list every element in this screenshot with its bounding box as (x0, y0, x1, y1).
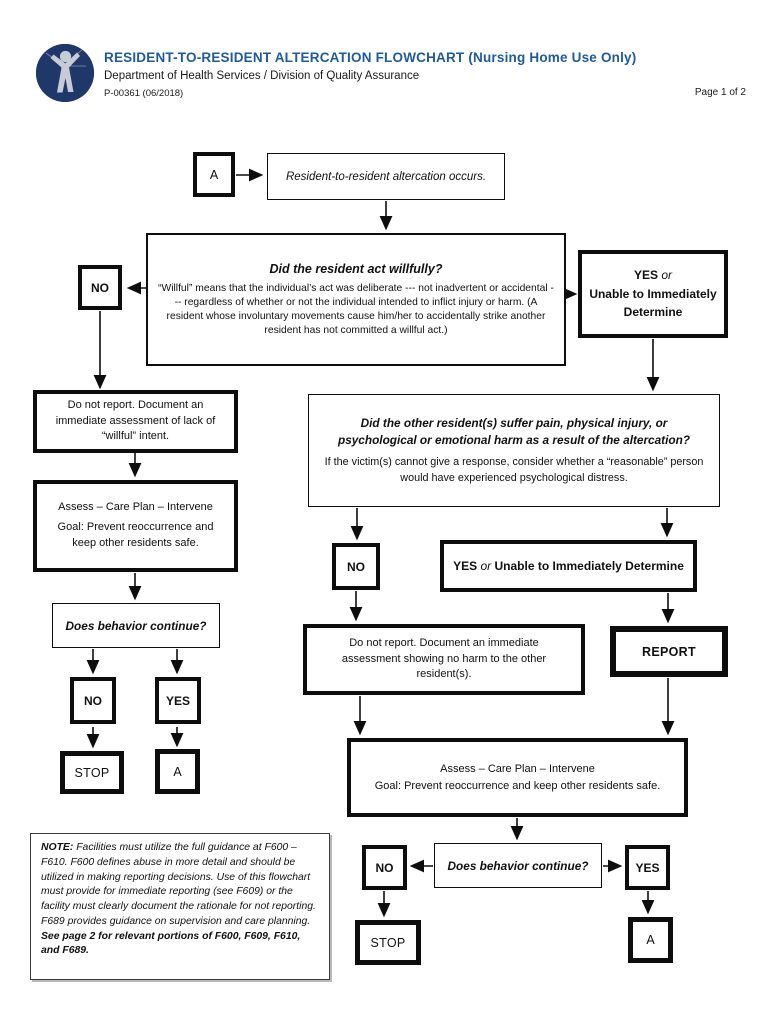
note-label: NOTE: (41, 842, 74, 853)
stop-right-label: STOP (370, 935, 406, 950)
yes-box-2: YES (155, 677, 201, 724)
yes-or-line: YES or (634, 266, 672, 285)
assess-left-box: Assess – Care Plan – Intervene Goal: Pre… (33, 480, 238, 572)
willful-question-title: Did the resident act willfully? (269, 261, 443, 276)
yes-label-1: YES (633, 268, 658, 283)
report-box: REPORT (610, 626, 728, 677)
yes-unable-line: YES or Unable to Immediately Determine (453, 559, 684, 573)
stop-left-box: STOP (60, 751, 124, 794)
no-box-2: NO (70, 677, 116, 724)
no-label-1: NO (91, 280, 109, 295)
stop-right-box: STOP (355, 920, 421, 965)
no-label-2: NO (84, 693, 102, 708)
document-number: P-00361 (06/2018) (104, 88, 184, 99)
assess-left-line1: Assess – Care Plan – Intervene (58, 501, 213, 514)
or-label-1: or (658, 268, 673, 283)
department-subtitle: Department of Health Services / Division… (104, 70, 420, 82)
assess-right-line2: Goal: Prevent reoccurrence and keep othe… (374, 779, 661, 792)
unable-line-1: Unable to Immediately (589, 286, 717, 301)
no-label-4: NO (375, 860, 394, 875)
behavior-continue-left-text: Does behavior continue? (65, 618, 207, 633)
do-not-report-left-box: Do not report. Document an immediate ass… (33, 390, 238, 453)
dhs-logo-icon (36, 44, 94, 102)
start-box: Resident-to-resident altercation occurs. (267, 153, 505, 200)
no-box-1: NO (78, 265, 122, 310)
willful-question-body: “Willful” means that the individual’s ac… (158, 282, 554, 336)
behavior-continue-right-text: Does behavior continue? (447, 858, 589, 873)
unable-line-2: Determine (623, 305, 683, 320)
note-bold-tail: See page 2 for relevant portions of F600… (41, 930, 301, 957)
harm-question-title: Did the other resident(s) suffer pain, p… (337, 416, 691, 447)
report-label: REPORT (642, 644, 696, 659)
connector-a-top-label: A (209, 167, 219, 182)
no-box-4: NO (362, 845, 407, 890)
connector-a-right-label: A (646, 933, 655, 947)
behavior-continue-right-box: Does behavior continue? (434, 843, 602, 888)
page-title-suffix: (Nursing Home Use Only) (464, 50, 637, 65)
page-title: RESIDENT-TO-RESIDENT ALTERCATION FLOWCHA… (104, 50, 636, 65)
do-not-report-left-text: Do not report. Document an immediate ass… (55, 399, 216, 443)
assess-right-box: Assess – Care Plan – Intervene Goal: Pre… (347, 738, 688, 817)
page-number: Page 1 of 2 (694, 87, 746, 98)
or-label-3: or (477, 559, 495, 573)
connector-a-right-box: A (628, 917, 673, 963)
do-not-report-right-text: Do not report. Document an immediate ass… (341, 636, 547, 681)
behavior-continue-left-box: Does behavior continue? (52, 603, 220, 648)
note-box: NOTE: Facilities must utilize the full g… (30, 833, 330, 980)
no-box-3: NO (332, 543, 380, 590)
yes-unable-box-1: YES or Unable to Immediately Determine (578, 250, 728, 338)
willful-question-box: Did the resident act willfully? “Willful… (146, 233, 566, 366)
person-star-icon (36, 44, 94, 102)
connector-a-left-label: A (173, 764, 182, 779)
harm-question-body: If the victim(s) cannot give a response,… (324, 456, 704, 484)
stop-left-label: STOP (74, 765, 110, 780)
no-label-3: NO (347, 559, 365, 574)
assess-right-line1: Assess – Care Plan – Intervene (440, 763, 595, 775)
start-label: Resident-to-resident altercation occurs. (285, 170, 487, 183)
unable-label-3: Unable to Immediately Determine (494, 559, 684, 573)
harm-question-box: Did the other resident(s) suffer pain, p… (308, 394, 720, 507)
connector-a-left-box: A (155, 749, 200, 794)
page-title-main: RESIDENT-TO-RESIDENT ALTERCATION FLOWCHA… (104, 50, 465, 65)
do-not-report-right-box: Do not report. Document an immediate ass… (303, 624, 585, 695)
yes-label-3: YES (453, 559, 478, 573)
connector-a-top-box: A (193, 152, 235, 197)
yes-box-4: YES (625, 845, 670, 890)
assess-left-line2: Goal: Prevent reoccurrence and keep othe… (57, 521, 214, 549)
yes-label-2: YES (165, 693, 190, 708)
note-body: Facilities must utilize the full guidanc… (41, 842, 316, 927)
yes-label-4: YES (635, 860, 660, 875)
yes-unable-box-2: YES or Unable to Immediately Determine (440, 540, 697, 592)
